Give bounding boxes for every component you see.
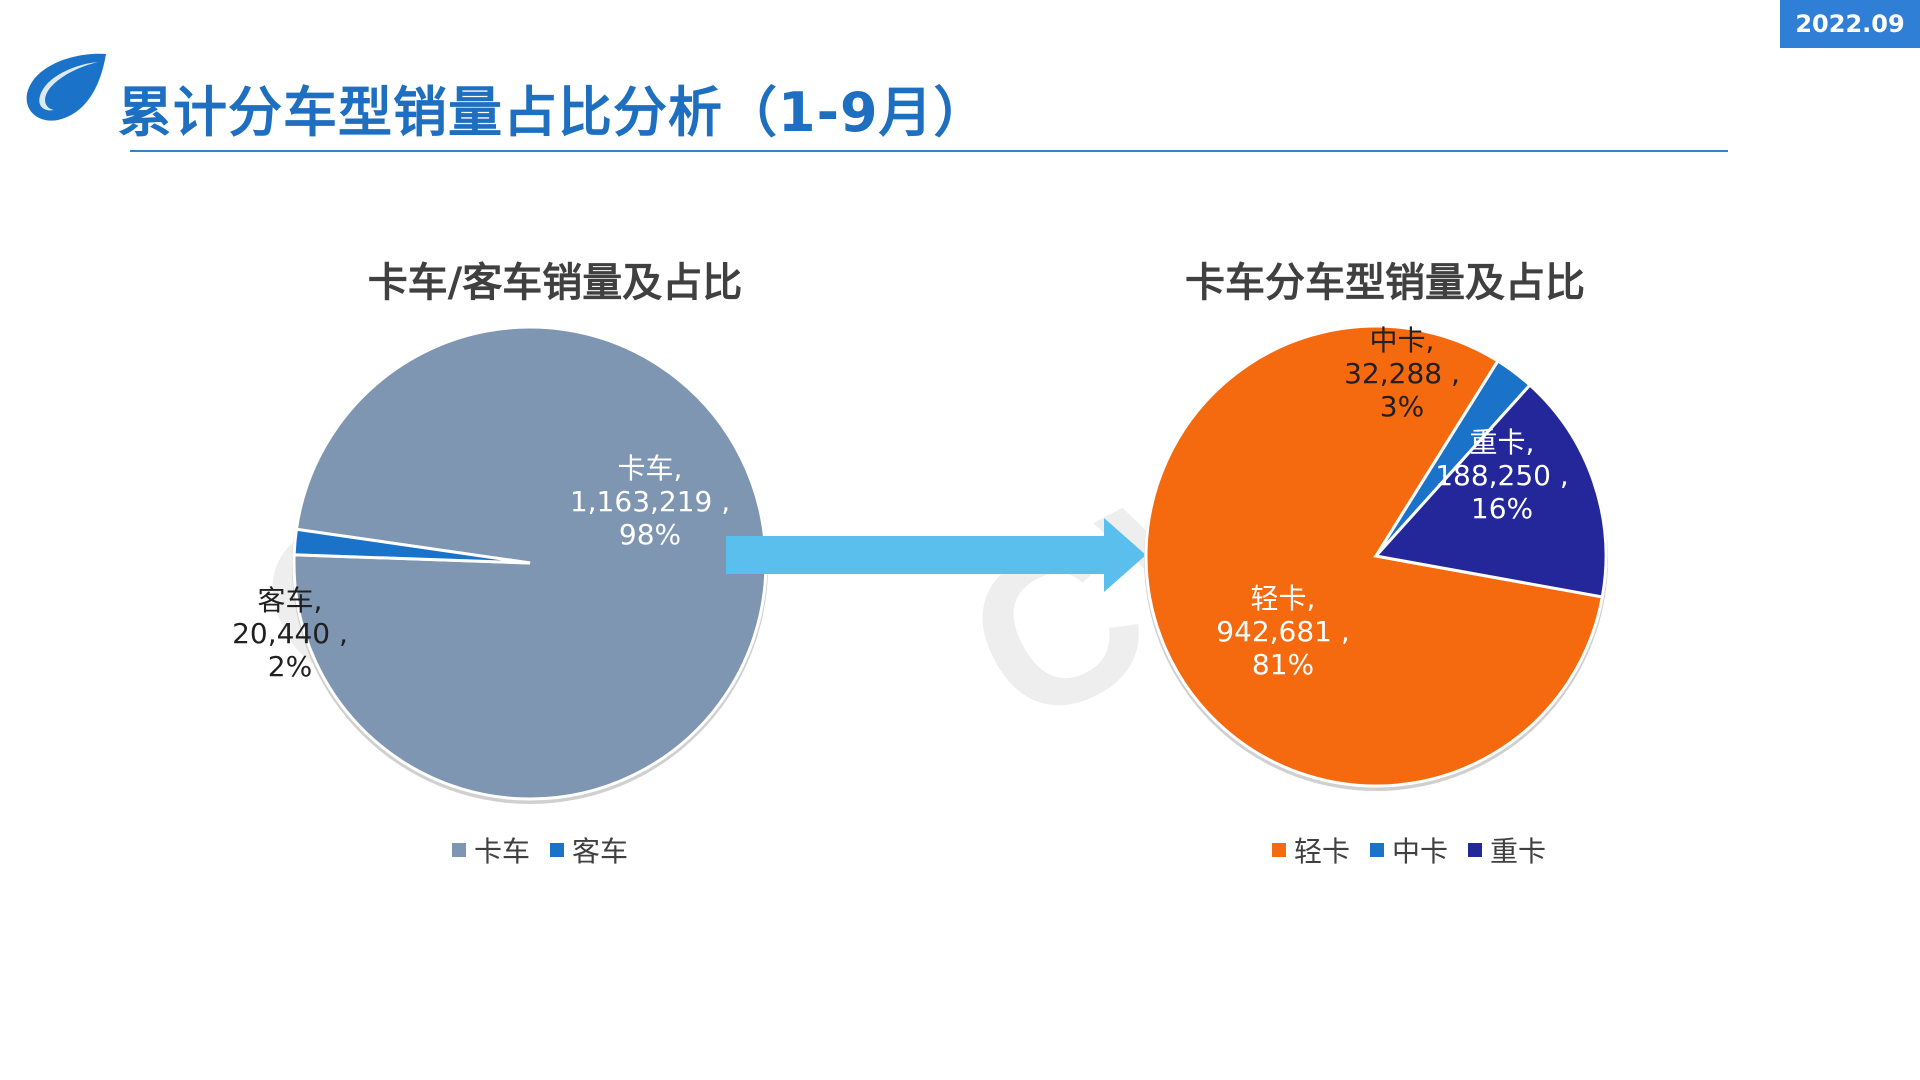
pie-left-data-label-0: 卡车,1,163,219 ,98%	[570, 452, 730, 551]
logo-icon	[26, 53, 106, 121]
chart-title-right: 卡车分车型销量及占比	[1185, 260, 1585, 306]
legend-swatch-light-truck	[1272, 843, 1286, 857]
legend-item-bus: 客车	[550, 830, 628, 870]
legend-swatch-truck	[452, 843, 466, 857]
pie-left-data-label-1: 客车,20,440 ,2%	[232, 584, 348, 683]
pie-left-slice-1	[292, 527, 531, 565]
legend-item-heavy-truck: 重卡	[1468, 830, 1546, 870]
date-badge: 2022.09	[1780, 0, 1920, 48]
legend-item-light-truck: 轻卡	[1272, 830, 1350, 870]
title-divider	[130, 150, 1728, 152]
legend-label-medium-truck: 中卡	[1392, 835, 1449, 868]
arrow-icon	[726, 518, 1146, 592]
legend-swatch-medium-truck	[1370, 843, 1385, 857]
chart-title-left: 卡车/客车销量及占比	[367, 260, 743, 306]
pie-right-data-label-1: 中卡,32,288 ,3%	[1344, 324, 1460, 423]
legend-label-light-truck: 轻卡	[1294, 835, 1351, 868]
legend-label-truck: 卡车	[474, 835, 531, 868]
legend-item-truck: 卡车	[452, 830, 530, 870]
legend-left: 卡车 客车	[452, 830, 628, 870]
legend-right: 轻卡 中卡 重卡	[1272, 830, 1546, 870]
legend-swatch-heavy-truck	[1468, 843, 1483, 857]
pie-right-data-label-0: 轻卡,942,681 ,81%	[1216, 582, 1350, 681]
pie-right-slice-2	[1373, 382, 1608, 599]
legend-label-bus: 客车	[572, 835, 629, 868]
page-title: 累计分车型销量占比分析（1-9月）	[118, 81, 989, 144]
legend-label-heavy-truck: 重卡	[1490, 835, 1547, 868]
pie-right-data-label-2: 重卡,188,250 ,16%	[1435, 426, 1569, 525]
legend-swatch-bus	[550, 843, 565, 857]
legend-item-medium-truck: 中卡	[1370, 830, 1448, 870]
